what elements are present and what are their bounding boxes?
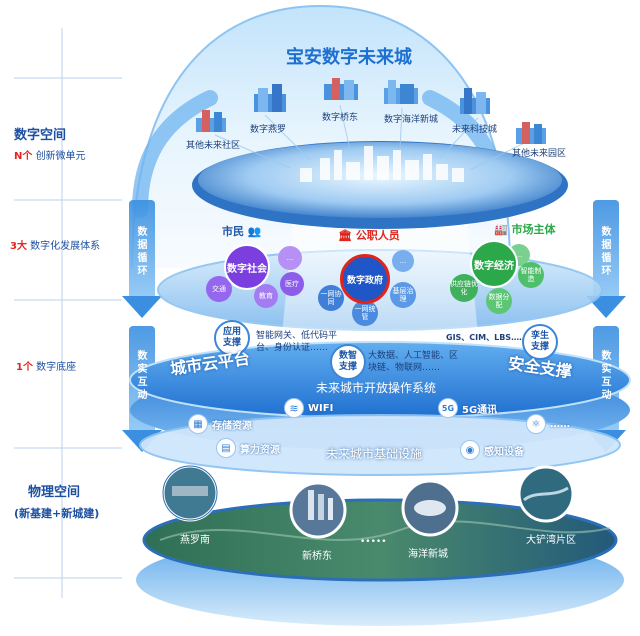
market-sat-3: 供应链优化: [450, 274, 478, 302]
citizen-sat-2: 交通: [206, 276, 232, 302]
place-label-1: 燕罗南: [180, 535, 210, 546]
right-data-loop-text: 数据循环: [601, 227, 612, 277]
platform-top: [130, 342, 630, 418]
official-sat-3: 基层治理: [390, 282, 416, 308]
factory-icon: 🏭: [494, 223, 508, 236]
app-support-badge: 应用支撑: [214, 320, 250, 356]
city-buildings: [300, 146, 464, 182]
citizen-sat-3: 教育: [254, 284, 278, 308]
label-three-systems: 3大 数字化发展体系: [10, 242, 100, 252]
left-ruler: [14, 28, 122, 598]
compute-label: 算力资源: [240, 444, 280, 456]
official-sat-2: 一网统管: [352, 300, 378, 326]
compute-item: ▤ 算力资源: [216, 438, 280, 458]
official-sat-1: 一网协同: [318, 285, 344, 311]
app-support-text: 智能网关、低代码平台、身份认证……: [256, 331, 338, 353]
n-count: N个: [14, 151, 33, 162]
official-sat-4: ...: [392, 250, 414, 272]
os-label: 未来城市开放操作系统: [316, 381, 437, 395]
photo-circles: [161, 464, 575, 539]
n-desc: 创新微单元: [35, 151, 86, 162]
atom-dots: ……: [550, 418, 570, 430]
node-building-2-icon: [254, 84, 286, 112]
node-label-1: 其他未来社区: [186, 141, 241, 151]
node-building-5-icon: [460, 88, 490, 114]
label-physical-space: 物理空间: [28, 485, 81, 500]
fiveg-icon: 5G: [438, 398, 458, 418]
infra-label: 未来城市基础设施: [326, 447, 423, 461]
left-twin-text: 数实互动: [137, 351, 148, 401]
place-label-4: 大铲湾片区: [526, 535, 576, 546]
citizen-sat-1: ...: [278, 246, 302, 270]
market-sat-4: 数据分配: [486, 288, 512, 314]
server-icon: ▤: [216, 438, 236, 458]
citizen-hub: 数字社会: [224, 244, 270, 290]
twin-support-badge: 孪生支撑: [522, 324, 558, 360]
node-label-3: 数字桥东: [322, 113, 359, 123]
left-data-loop-text: 数据循环: [137, 227, 148, 277]
wifi-item: ≋ WIFI: [284, 398, 333, 418]
node-building-4-icon: [384, 80, 418, 104]
label-one-base: 1个 数字底座: [16, 363, 76, 373]
camera-icon: ◉: [460, 440, 480, 460]
market-hub: 数字经济: [470, 240, 518, 288]
right-twin-text: 数实互动: [601, 351, 612, 401]
three-count: 3大: [10, 241, 27, 252]
citizen-title-text: 市民: [222, 225, 244, 238]
one-desc: 数字底座: [36, 362, 77, 373]
market-title: 🏭 市场主体: [494, 224, 556, 235]
official-title-text: 公职人员: [355, 229, 400, 242]
citizen-title: 市民 👥: [222, 226, 262, 237]
node-connectors: [214, 104, 531, 171]
label-digital-space: 数字空间: [14, 128, 67, 143]
people-icon: 👥: [247, 225, 262, 238]
atom-icon: ⚛: [526, 414, 546, 434]
left-loop-arrow: [132, 90, 218, 218]
official-hub: 数字政府: [340, 254, 390, 304]
one-count: 1个: [16, 362, 33, 373]
fiveg-label: 5G通讯: [462, 404, 498, 416]
market-title-text: 市场主体: [511, 223, 556, 236]
three-desc: 数字化发展体系: [30, 241, 101, 252]
sensing-item: ◉ 感知设备: [460, 440, 524, 460]
bottom-dots: •••••: [360, 537, 387, 547]
infra-disk: [139, 414, 621, 476]
data-support-text: 大数据、人工智能、区块链、物联网……: [368, 351, 459, 373]
storage-item: ▦ 存储资源: [188, 414, 252, 434]
place-label-2: 新桥东: [302, 551, 332, 562]
page-title: 宝安数字未来城: [286, 47, 412, 68]
citizen-sat-4: 医疗: [280, 272, 304, 296]
atom-item: ⚛ ……: [526, 414, 570, 434]
wifi-icon: ≋: [284, 398, 304, 418]
wifi-label: WIFI: [308, 402, 334, 414]
sensing-label: 感知设备: [484, 446, 524, 458]
storage-label: 存储资源: [212, 420, 252, 432]
node-building-6-icon: [516, 122, 546, 144]
fiveg-item: 5G 5G通讯: [438, 398, 497, 418]
gis-support-text: GIS、CIM、LBS……: [446, 333, 528, 342]
node-label-4: 数字海洋新城: [384, 115, 439, 125]
node-building-3-icon: [324, 78, 358, 100]
place-label-3: 海洋新城: [408, 549, 448, 560]
node-label-5: 未来科技城: [452, 125, 498, 135]
label-physical-sub: (新基建+新城建): [14, 507, 100, 520]
data-support-badge: 数智支撑: [330, 344, 366, 380]
official-title: 🏛 公职人员: [338, 230, 400, 241]
node-building-1-icon: [196, 110, 226, 132]
node-label-2: 数字燕罗: [250, 125, 287, 135]
government-icon: 🏛: [338, 229, 352, 242]
market-sat-2: 智能制造: [518, 262, 544, 288]
node-label-6: 其他未来园区: [512, 149, 567, 159]
label-n-units: N个 创新微单元: [14, 152, 86, 162]
storage-icon: ▦: [188, 414, 208, 434]
fiveg-icon-text: 5G: [441, 403, 455, 413]
map-disk: [144, 500, 616, 580]
